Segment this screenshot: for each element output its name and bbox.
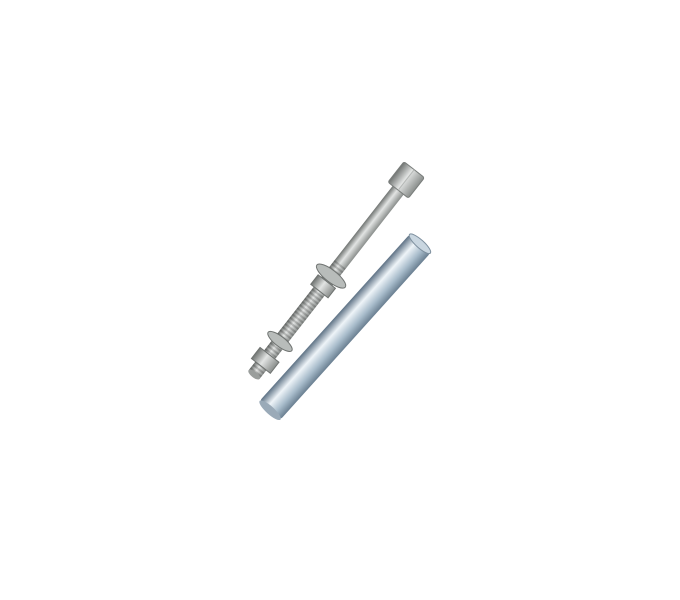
metal-sleeve (259, 233, 432, 421)
nut (310, 274, 337, 299)
nut (250, 346, 280, 374)
washer (267, 330, 293, 353)
hex-bolt (248, 161, 425, 380)
bolt-head (388, 161, 425, 198)
washer (315, 263, 347, 289)
